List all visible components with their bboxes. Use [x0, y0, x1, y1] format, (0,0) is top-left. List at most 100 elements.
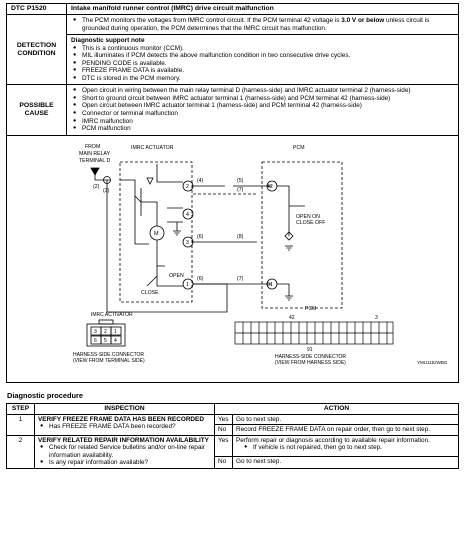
- harness-wire: [257, 185, 272, 285]
- pcm-connector-title: PCM: [305, 306, 316, 312]
- cause-item: IMRC malfunction: [71, 118, 454, 126]
- yes-action: Perform repair or diagnosis according to…: [232, 434, 459, 457]
- no-label: No: [214, 455, 233, 470]
- wire-number: (6): [197, 234, 204, 240]
- connector-pin-label: 1: [114, 329, 117, 335]
- pcm-label: PCM: [293, 145, 305, 151]
- open-label: OPEN: [169, 273, 184, 279]
- pin-number: 3: [186, 240, 189, 246]
- connector-pin: [110, 326, 122, 336]
- pcm-pin-number: 42: [267, 184, 273, 190]
- pcm-pin-number: 91: [267, 282, 273, 288]
- connector-latch: [98, 319, 114, 325]
- cause-item: PCM malfunction: [71, 125, 454, 133]
- connector-caption: (VIEW FROM TERMINAL SIDE): [73, 358, 145, 364]
- pcm-connector-pins: [242, 321, 388, 344]
- pcm-connector-pin: 91: [307, 347, 313, 353]
- ground-symbol-icon: [285, 295, 293, 301]
- no-action: Record FREEZE FRAME DATA on repair order…: [232, 424, 459, 436]
- yes-label: Yes: [214, 434, 233, 457]
- ground-symbol-icon: [285, 245, 293, 251]
- cause-item: Short to ground circuit between IMRC act…: [71, 95, 454, 103]
- pcm-box: [261, 161, 343, 309]
- procedure-step-row: No Go to next step.: [7, 455, 459, 470]
- actuator-internal-wiring: [120, 179, 158, 226]
- relay-arrow-icon: [90, 167, 100, 176]
- step-inspection: VERIFY RELATED REPAIR INFORMATION AVAILA…: [34, 434, 215, 470]
- pcm-connector-pin: 42: [289, 315, 295, 321]
- dtc-header-row: DTC P1520 Intake manifold runner control…: [6, 2, 459, 16]
- connector-pin-label: 5: [104, 338, 107, 344]
- cause-label: POSSIBLE CAUSE: [6, 84, 67, 136]
- harness-wire: [106, 179, 228, 313]
- pcm-switch-icon: [284, 231, 294, 241]
- wire-number: (2): [93, 184, 100, 190]
- connector-pin-label: 3: [94, 329, 97, 335]
- relay-label-line: FROM: [85, 144, 100, 150]
- col-inspection: INSPECTION: [34, 402, 215, 415]
- yes-action: Go to next step.: [232, 413, 459, 426]
- connector-caption: HARNESS-SIDE CONNECTOR: [73, 352, 144, 358]
- support-note-title: Diagnostic support note: [71, 37, 145, 45]
- pcm-internal-wiring: [277, 185, 305, 236]
- support-item: This is a continuous monitor (CCM).: [71, 45, 454, 53]
- dtc-table: DTC P1520 Intake manifold runner control…: [6, 2, 459, 384]
- col-step: STEP: [6, 402, 35, 415]
- connector-pin-label: 2: [104, 329, 107, 335]
- procedure-step-row: 1 VERIFY FREEZE FRAME DATA HAS BEEN RECO…: [6, 413, 459, 436]
- wire-number: (4): [197, 178, 204, 184]
- ground-symbol-icon: [173, 230, 181, 236]
- no-label: No: [214, 424, 233, 436]
- actuator-internal-wiring: [156, 239, 183, 287]
- step-inspection: VERIFY FREEZE FRAME DATA HAS BEEN RECORD…: [34, 413, 215, 436]
- switch-contact: [146, 275, 158, 286]
- motor-symbol: [149, 225, 165, 241]
- procedure-step-row: 2 VERIFY RELATED REPAIR INFORMATION AVAI…: [6, 434, 459, 470]
- procedure-table: STEP INSPECTION ACTION 1 VERIFY FREEZE F…: [6, 402, 459, 470]
- pin-number: 1: [186, 282, 189, 288]
- open-close-label-line: OPEN ON: [296, 214, 320, 220]
- imrc-actuator-box: [119, 161, 193, 303]
- wire-number: (6): [197, 276, 204, 282]
- actuator-pin-4: [182, 208, 194, 220]
- col-action: ACTION: [214, 402, 459, 415]
- connector-title: IMRC ACTIVATOR: [91, 312, 133, 318]
- pcm-connector-caption: (VIEW FROM HARNESS SIDE): [275, 360, 346, 366]
- procedure-header-row: STEP INSPECTION ACTION: [6, 402, 459, 415]
- actuator-internal-wiring: [134, 195, 149, 245]
- connector-pin-label: 4: [114, 338, 117, 344]
- dtc-title: Intake manifold runner control (IMRC) dr…: [66, 2, 459, 16]
- cause-list: Open circuit in wiring between the main …: [71, 87, 454, 132]
- pcm-connector-caption: HARNESS-SIDE CONNECTOR: [275, 354, 346, 360]
- step-number: 2: [6, 434, 35, 470]
- pin-number: 4: [186, 212, 189, 218]
- support-note-list: This is a continuous monitor (CCM). MIL …: [71, 45, 454, 83]
- relay-label-line: MAIN RELAY: [79, 151, 111, 157]
- support-item: PENDING CODE is available.: [71, 60, 454, 68]
- actuator-label: IMRC ACTUATOR: [131, 145, 174, 151]
- connector-pin-label: 6: [94, 338, 97, 344]
- step-number: 1: [6, 413, 35, 436]
- support-item: FREEZE FRAME DATA is available.: [71, 67, 454, 75]
- actuator-internal-wiring: [167, 207, 183, 223]
- diode-icon: [146, 177, 154, 185]
- wire-number: (7): [237, 187, 244, 193]
- wire-number: (5): [237, 178, 244, 184]
- detection-label: DETECTION CONDITION: [6, 14, 67, 86]
- wire-number: (3): [103, 188, 110, 194]
- detection-intro: The PCM monitors the voltages from IMRC …: [71, 17, 454, 32]
- detection-row: DETECTION CONDITION The PCM monitors the…: [6, 14, 459, 86]
- cause-row: POSSIBLE CAUSE Open circuit in wiring be…: [6, 84, 459, 136]
- support-item: MIL illuminates if PCM detects the above…: [71, 52, 454, 60]
- open-close-label-line: CLOSE OFF: [296, 220, 325, 226]
- wiring-diagram-cell: FROM MAIN RELAY TERMINAL D IMRC ACTUATOR…: [6, 134, 459, 384]
- close-label: CLOSE: [141, 290, 159, 296]
- relay-wire: [94, 171, 111, 181]
- wire-number: (8): [237, 234, 244, 240]
- cause-item: Open circuit between IMRC actuator termi…: [71, 102, 454, 110]
- support-item: DTC is stored in the PCM memory.: [71, 75, 454, 83]
- dtc-code: DTC P1520: [6, 2, 67, 16]
- actuator-internal-wiring: [156, 163, 183, 183]
- figure-code: YMU1152WBG: [417, 360, 448, 365]
- diagnostic-procedure-title: Diagnostic procedure: [7, 391, 83, 401]
